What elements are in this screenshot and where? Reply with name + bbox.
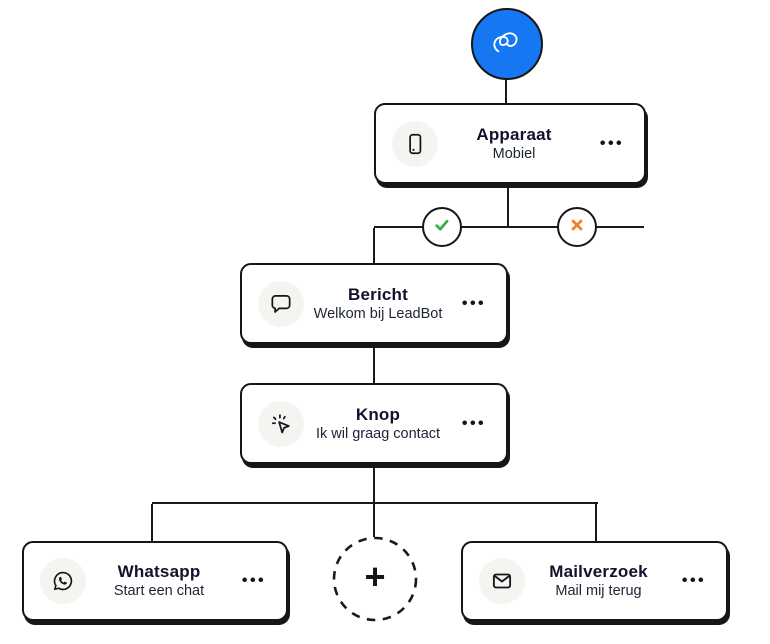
branch-yes-condition[interactable] [422, 207, 462, 247]
node-menu-button[interactable]: ••• [461, 294, 487, 312]
connector-start-apparaat [505, 77, 507, 104]
check-icon [431, 214, 453, 241]
node-menu-button[interactable]: ••• [241, 572, 267, 589]
plus-icon: + [364, 556, 386, 597]
connector-apparaat-branch [507, 184, 509, 228]
x-icon [567, 215, 587, 240]
node-title: Bericht [348, 284, 408, 304]
node-mailverzoek[interactable]: Mailverzoek Mail mij terug ••• [461, 541, 728, 621]
node-whatsapp[interactable]: Whatsapp Start een chat ••• [22, 541, 288, 621]
chat-bubble-icon [258, 280, 304, 327]
node-bericht[interactable]: Bericht Welkom bij LeadBot ••• [240, 263, 508, 344]
node-title: Apparaat [476, 124, 552, 144]
scribble-logo-icon [484, 19, 530, 70]
connector-split-mailverzoek [595, 504, 597, 542]
node-subtitle: Start een chat [113, 583, 205, 599]
node-menu-button[interactable]: ••• [461, 414, 487, 432]
envelope-icon [479, 558, 525, 604]
dashed-circle [332, 536, 418, 622]
whatsapp-icon [40, 558, 86, 604]
node-title: Knop [355, 404, 401, 424]
smartphone-icon [392, 120, 438, 167]
node-subtitle: Mail mij terug [555, 583, 642, 599]
connector-knop-split [373, 464, 375, 504]
connector-split-add [373, 504, 375, 537]
node-subtitle: Mobiel [492, 145, 536, 162]
node-knop[interactable]: Knop Ik wil graag contact ••• [240, 383, 508, 464]
node-title: Whatsapp [117, 562, 201, 581]
node-apparaat[interactable]: Apparaat Mobiel ••• [374, 103, 646, 184]
node-subtitle: Welkom bij LeadBot [313, 305, 443, 322]
node-title: Mailverzoek [549, 562, 648, 581]
node-menu-button[interactable]: ••• [599, 134, 625, 152]
node-subtitle: Ik wil graag contact [315, 425, 441, 442]
connector-split-whatsapp [151, 504, 153, 542]
bot-start-node[interactable] [471, 8, 543, 80]
branch-no-condition[interactable] [557, 207, 597, 247]
node-menu-button[interactable]: ••• [681, 572, 707, 589]
add-node-button[interactable]: + [331, 535, 419, 623]
connector-bericht-knop [373, 344, 375, 384]
connector-branch-bericht [373, 228, 375, 264]
split-horizontal-line [152, 502, 598, 504]
branch-horizontal-line [374, 226, 644, 228]
cursor-click-icon [258, 400, 304, 447]
